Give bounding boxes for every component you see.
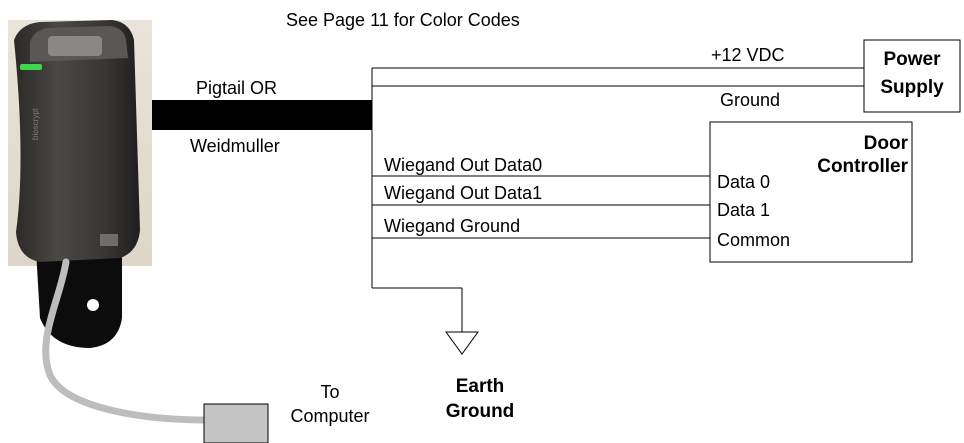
color-codes-note: See Page 11 for Color Codes	[286, 10, 520, 30]
earth-ground-label: Earth Ground	[432, 374, 528, 424]
power-supply-box	[863, 39, 961, 113]
door-controller-title: Door Controller	[760, 132, 908, 178]
terminal-common-label: Common	[717, 230, 791, 250]
biometric-reader	[14, 20, 140, 262]
terminal-data1-label: Data 1	[717, 200, 771, 220]
terminal-data0-label: Data 0	[717, 172, 771, 192]
pigtail-label: Pigtail OR	[196, 78, 278, 98]
to-computer-line2: Computer	[290, 406, 370, 426]
power-ground-label: Ground	[720, 90, 781, 110]
wiegand-data1-label: Wiegand Out Data1	[384, 183, 543, 203]
fingerprint-window	[48, 36, 102, 56]
computer-connector	[203, 403, 269, 443]
weidmuller-label: Weidmuller	[190, 136, 280, 156]
door-controller-line1: Door	[863, 133, 908, 154]
wiegand-data0-label: Wiegand Out Data0	[384, 155, 543, 175]
reader-logo: bioscrypt	[31, 107, 40, 140]
reader-badge	[100, 234, 118, 246]
wiegand-ground-label: Wiegand Ground	[384, 216, 521, 236]
mount-hole	[87, 299, 99, 311]
to-computer-line1: To	[320, 382, 340, 402]
mount-bracket	[36, 250, 122, 348]
power-supply-title: Power Supply	[864, 46, 960, 102]
earth-ground-line2: Ground	[445, 401, 515, 422]
earth-ground-line1: Earth	[455, 376, 505, 397]
to-computer-label: To Computer	[280, 380, 380, 428]
earth-ground-icon	[445, 331, 479, 355]
power-supply-line1: Power	[883, 49, 941, 70]
power-positive-label: +12 VDC	[711, 45, 785, 65]
computer-cable	[42, 258, 210, 424]
power-supply-line2: Supply	[880, 77, 944, 98]
status-light-icon	[20, 64, 42, 70]
door-controller-line2: Controller	[817, 156, 908, 177]
door-controller-box	[709, 121, 913, 263]
pigtail-cable	[152, 100, 372, 130]
